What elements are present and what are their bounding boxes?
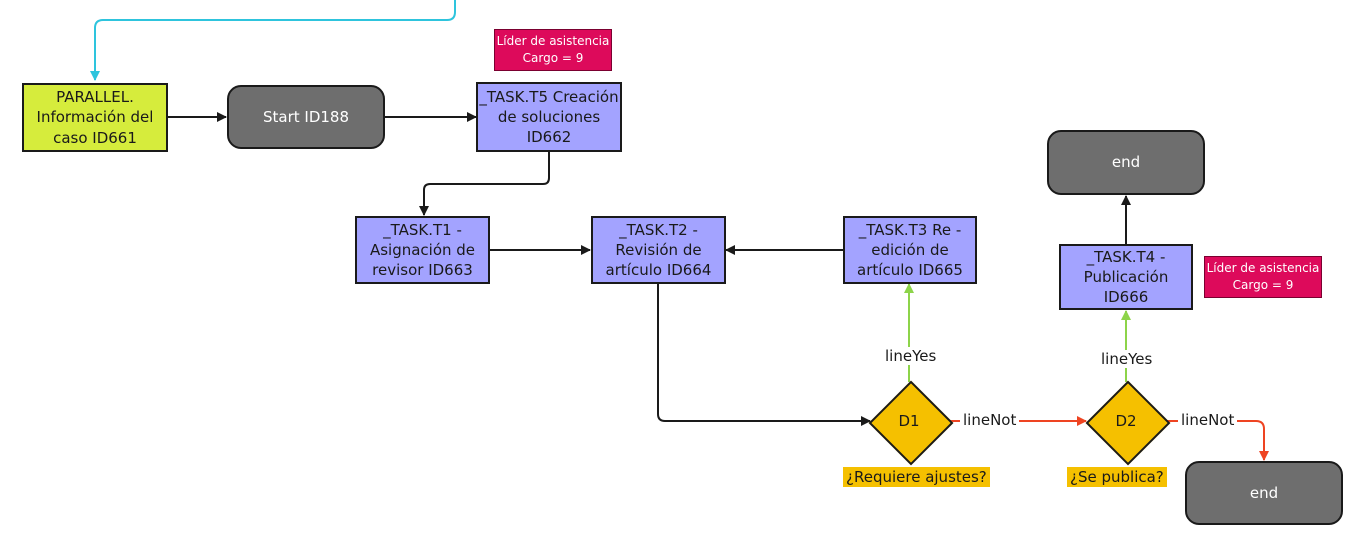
edge-label-d1-no: lineNot [960,411,1020,429]
role-badge-t5: Líder de asistencia Cargo = 9 [494,29,612,71]
decision-d2-label: D2 [1115,412,1137,430]
end-node-top[interactable]: end [1047,130,1205,195]
decision-d2[interactable]: D2 [1085,380,1171,466]
task-node-t2[interactable]: _TASK.T2 - Revisión de artículo ID664 [591,216,726,284]
role-badge-t4: Líder de asistencia Cargo = 9 [1204,256,1322,298]
edge-label-d2-no: lineNot [1178,411,1238,429]
task-node-t1[interactable]: _TASK.T1 - Asignación de revisor ID663 [355,216,490,284]
edge-t2-to-d1 [657,284,871,426]
end-node-bottom[interactable]: end [1185,461,1343,525]
decision-d1-question: ¿Requiere ajustes? [843,467,990,487]
task-node-t4[interactable]: _TASK.T4 - Publicación ID666 [1059,244,1193,310]
task-node-t5[interactable]: _TASK.T5 Creación de soluciones ID662 [476,82,622,152]
decision-d1[interactable]: D1 [868,380,954,466]
edge-label-d2-yes: lineYes [1098,350,1156,368]
incoming-connector [90,0,456,81]
edge-label-d1-yes: lineYes [882,347,940,365]
parallel-node[interactable]: PARALLEL. Información del caso ID661 [22,83,168,152]
edge-t5-to-t1 [419,152,550,216]
decision-d1-label: D1 [898,412,920,430]
task-node-t3[interactable]: _TASK.T3 Re - edición de artículo ID665 [843,216,977,284]
decision-d2-question: ¿Se publica? [1067,467,1167,487]
edge-d2-no [1165,420,1269,461]
start-node[interactable]: Start ID188 [227,85,385,149]
